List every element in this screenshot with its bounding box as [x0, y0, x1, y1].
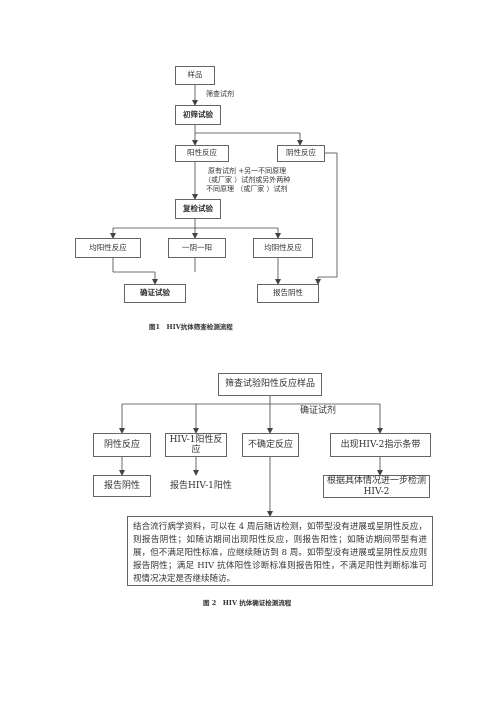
retest-note-line1: 原有试剂 +另一不同原理	[208, 167, 287, 175]
hiv2-band-box: 出现HIV-2指示条带	[330, 433, 431, 457]
retest-note-line2: （或厂家 ）试剂或另外两种	[204, 176, 291, 184]
screening-reagent-label: 筛查试剂	[206, 90, 234, 98]
report-negative-box: 报告阴性	[257, 284, 319, 303]
both-negative-box: 均阴性反应	[253, 238, 313, 258]
hiv2-further-test-box: 根据具体情况进一步检测 HIV-2	[323, 475, 430, 498]
positive-box: 阳性反应	[175, 145, 229, 162]
confirm-reagent-label: 确证试剂	[300, 406, 337, 416]
negative-reaction-box: 阴性反应	[93, 433, 151, 457]
report-negative-box-2: 报告阴性	[93, 475, 151, 497]
figure2-caption: 图 2 HIV 抗体确证检测流程	[203, 599, 292, 607]
confirm-test-box: 确证试验	[124, 284, 186, 303]
initial-test-box: 初筛试验	[175, 105, 221, 125]
hiv2-further-line2: HIV-2	[363, 486, 390, 497]
uncertain-reaction-box: 不确定反应	[242, 433, 299, 457]
figure1-caption: 图1 HIV抗体筛查检测流程	[149, 323, 233, 331]
uncertain-followup-paragraph: 结合流行病学资料，可以在 4 周后随访检测，如带型没有进展或呈阴性反应，则报告阴…	[127, 516, 433, 586]
hiv1-positive-box: HIV-1阳性反应	[165, 433, 227, 457]
both-positive-box: 均阳性反应	[75, 238, 141, 258]
retest-note-line3: 不同原理 （或厂家 ）试剂	[206, 185, 288, 193]
retest-box: 复检试验	[175, 199, 221, 219]
one-neg-one-pos-box: 一阴一阳	[168, 238, 226, 258]
screening-positive-sample-box: 筛查试验阳性反应样品	[218, 373, 322, 396]
hiv2-further-line1: 根据具体情况进一步检测	[326, 476, 426, 487]
negative-box: 阴性反应	[277, 145, 325, 162]
sample-box: 样品	[175, 66, 215, 85]
report-hiv1-positive-label: 报告HIV-1阳性	[170, 481, 232, 491]
